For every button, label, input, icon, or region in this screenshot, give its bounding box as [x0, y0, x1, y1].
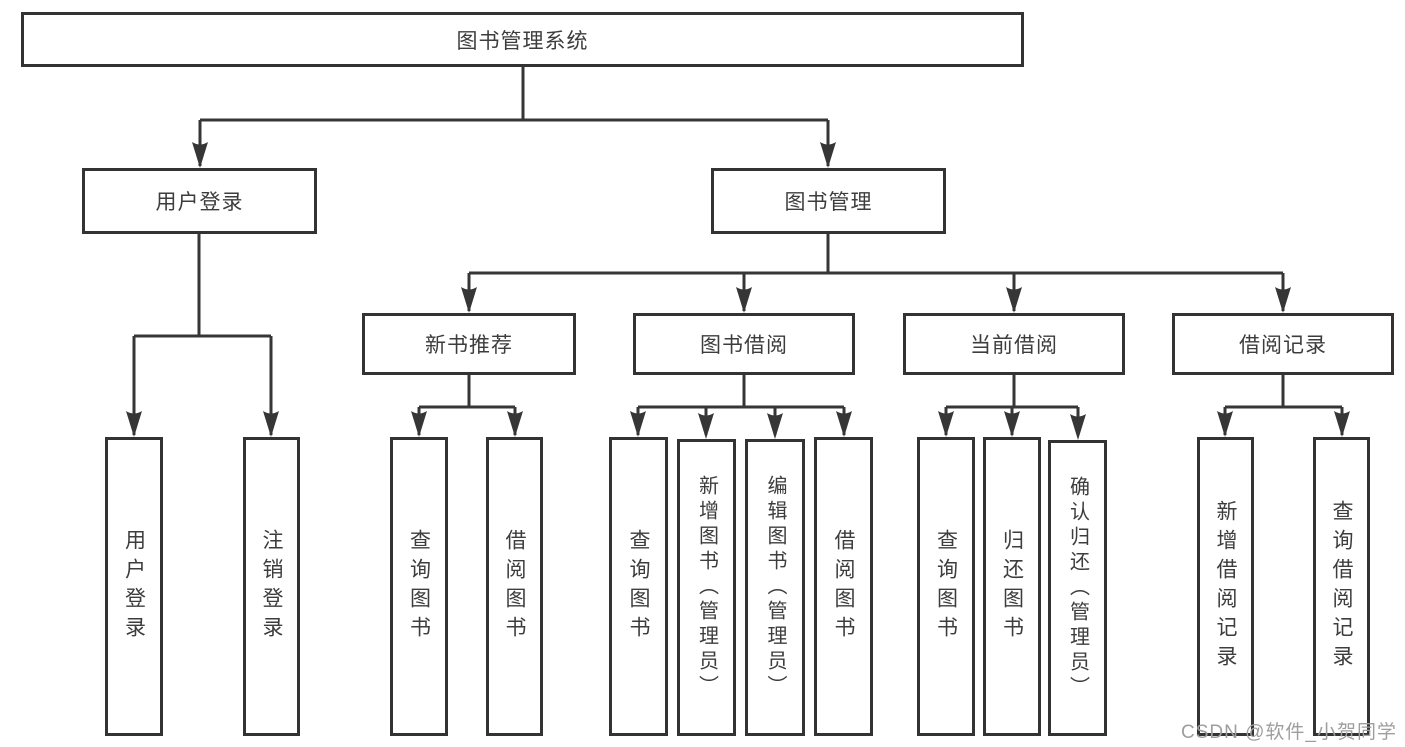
leaf-borrowing-add-books-admin: 新增图书（管理员）: [677, 439, 736, 736]
leaf-label: 注销登录: [260, 528, 283, 645]
leaf-newbooks-query-books: 查询图书: [390, 437, 448, 736]
leaf-records-add-borrow-record: 新增借阅记录: [1197, 437, 1254, 736]
csdn-watermark: CSDN @软件_小贺同学: [1181, 722, 1397, 743]
node-label: 用户登录: [155, 191, 244, 214]
connector-login-to-leaves: [132, 234, 273, 435]
leaf-label: 用户登录: [122, 528, 146, 645]
leaf-user-login: 用户登录: [105, 437, 163, 736]
connector-newbooks-to-leaves: [417, 375, 517, 435]
node-label: 图书管理: [784, 191, 873, 214]
connector-mgmt-to-level3: [467, 234, 1285, 311]
leaf-borrowing-borrow-books: 借阅图书: [814, 437, 873, 736]
leaf-records-query-borrow-record: 查询借阅记录: [1313, 437, 1370, 736]
connector-borrow-to-leaves: [636, 375, 846, 435]
node-new-book-recommend: 新书推荐: [362, 313, 576, 375]
leaf-label: 查询图书: [407, 528, 431, 645]
leaf-newbooks-borrow-books: 借阅图书: [486, 437, 543, 736]
leaf-label: 归还图书: [1000, 528, 1024, 645]
leaf-label: 编辑图书（管理员）: [764, 475, 786, 700]
node-borrowing-records: 借阅记录: [1172, 313, 1394, 375]
leaf-label: 查询图书: [627, 528, 650, 645]
node-book-management: 图书管理: [711, 168, 946, 234]
node-label: 图书借阅: [700, 334, 788, 357]
node-user-login: 用户登录: [82, 168, 317, 234]
node-label: 新书推荐: [425, 334, 513, 357]
leaf-label: 查询借阅记录: [1330, 499, 1353, 674]
node-current-borrowing: 当前借阅: [903, 313, 1125, 375]
leaf-current-confirm-return-admin: 确认归还（管理员）: [1048, 440, 1107, 736]
leaf-label: 借阅图书: [832, 528, 855, 645]
connector-root-to-level2: [198, 66, 830, 166]
node-label: 借阅记录: [1239, 334, 1327, 357]
leaf-label: 确认归还（管理员）: [1066, 475, 1089, 701]
leaf-label: 查询图书: [934, 528, 958, 645]
arrow-down-icons: [126, 142, 1350, 440]
leaf-label: 新增借阅记录: [1214, 499, 1237, 674]
leaf-current-query-books: 查询图书: [917, 437, 975, 736]
leaf-borrowing-query-books: 查询图书: [609, 437, 668, 736]
leaf-logout: 注销登录: [243, 437, 300, 736]
connector-records-to-leaves: [1223, 375, 1344, 435]
node-book-borrowing: 图书借阅: [633, 313, 855, 375]
node-label: 图书管理系统: [456, 29, 589, 53]
leaf-current-return-books: 归还图书: [983, 437, 1041, 736]
leaf-borrowing-edit-books-admin: 编辑图书（管理员）: [745, 439, 805, 736]
leaf-label: 借阅图书: [503, 528, 526, 645]
node-library-management-system: 图书管理系统: [21, 12, 1024, 67]
leaf-label: 新增图书（管理员）: [695, 475, 718, 700]
node-label: 当前借阅: [970, 334, 1058, 357]
